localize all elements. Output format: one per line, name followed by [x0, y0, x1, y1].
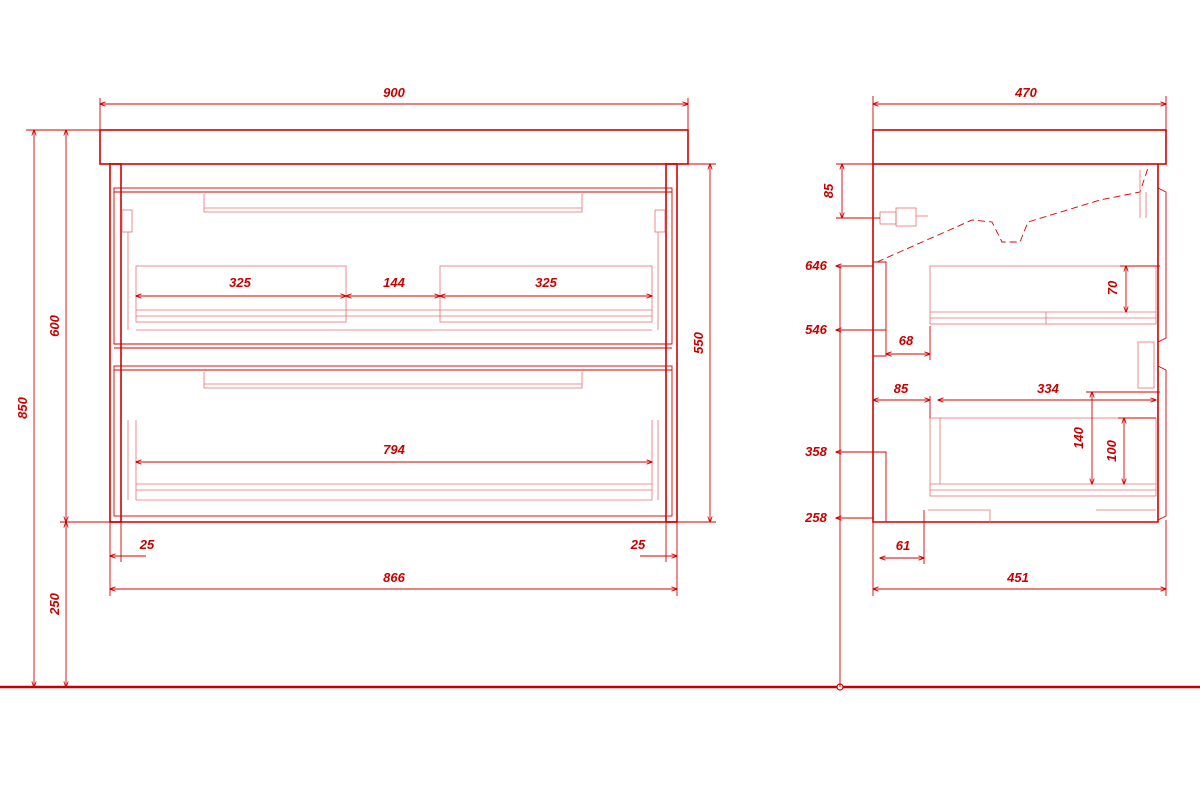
dim-side-depth-470: 470: [1014, 85, 1037, 100]
dim-side-drawer-334: 334: [1037, 381, 1059, 396]
front-right-post: [665, 163, 678, 523]
side-basin-outline: [876, 167, 1149, 263]
side-view: 470 451 61 68 85 334 85 70 140: [804, 85, 1167, 687]
dim-side-inset-68: 68: [899, 333, 914, 348]
dim-front-inner-794: 794: [383, 442, 405, 457]
side-body-outline: [872, 164, 1159, 523]
front-left-post: [109, 163, 122, 523]
dim-side-lower-140: 140: [1071, 426, 1086, 448]
dim-side-inset-85: 85: [894, 381, 909, 396]
dim-side-lower-100: 100: [1104, 439, 1119, 461]
level-546: 546: [805, 322, 827, 337]
level-358: 358: [805, 444, 827, 459]
side-countertop: [872, 129, 1167, 165]
dim-front-drawer-gap-144: 144: [383, 275, 405, 290]
dim-front-body-550: 550: [691, 331, 706, 353]
dim-front-cabinet-600: 600: [47, 314, 62, 336]
dim-side-foot-61: 61: [896, 538, 910, 553]
dim-side-upper-70: 70: [1105, 280, 1120, 295]
front-lower-drawer: [113, 365, 673, 517]
dim-side-body-451: 451: [1006, 570, 1029, 585]
dim-side-top-85: 85: [821, 183, 836, 198]
level-646: 646: [805, 258, 827, 273]
front-countertop: [99, 129, 689, 165]
dim-front-offset-left-25: 25: [139, 537, 155, 552]
dim-front-width-900: 900: [383, 85, 405, 100]
dim-front-drawer-left-325: 325: [229, 275, 251, 290]
dim-front-height-850: 850: [15, 396, 30, 418]
dim-front-offset-right-25: 25: [630, 537, 646, 552]
dim-front-floor-250: 250: [47, 592, 62, 615]
dim-front-drawer-right-325: 325: [535, 275, 557, 290]
front-view: 900 866 25 25 325 144 325 794 850 600: [15, 85, 716, 687]
level-258: 258: [804, 510, 827, 525]
dim-front-body-866: 866: [383, 570, 405, 585]
